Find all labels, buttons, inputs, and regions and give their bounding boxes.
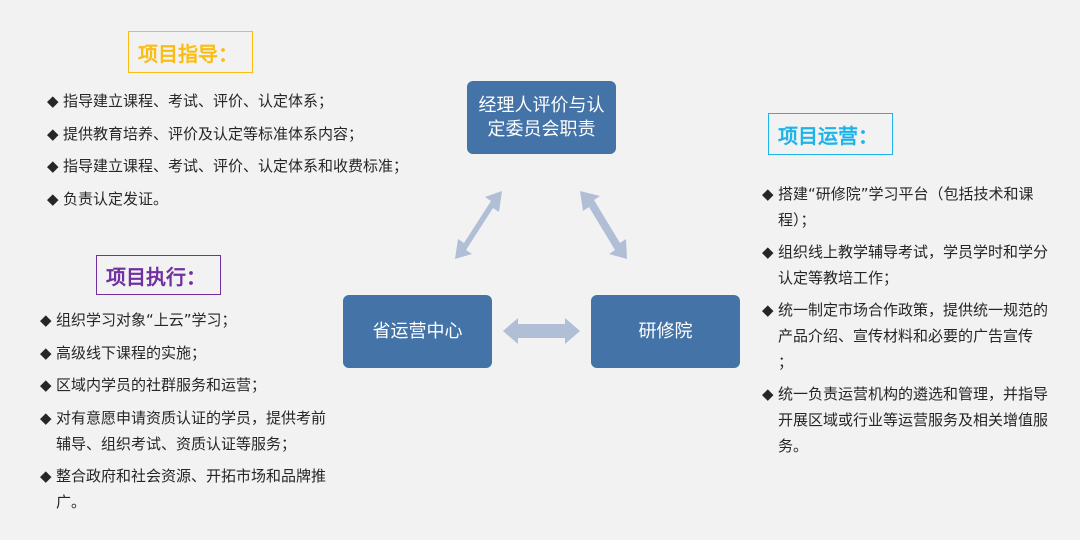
execution-item: ◆对有意愿申请资质认证的学员，提供考前辅导、组织考试、资质认证等服务； <box>40 405 340 457</box>
guidance-item: ◆提供教育培养、评价及认定等标准体系内容； <box>47 118 447 151</box>
node-institute: 研修院 <box>591 295 740 368</box>
double-arrow-icon <box>455 191 502 259</box>
execution-item: ◆组织学习对象“上云”学习； <box>40 307 340 333</box>
guidance-title: 项目指导： <box>128 31 253 73</box>
double-arrow-icon <box>503 318 580 344</box>
execution-item: ◆区域内学员的社群服务和运营； <box>40 372 340 398</box>
execution-item: ◆整合政府和社会资源、开拓市场和品牌推广。 <box>40 463 340 515</box>
diamond-bullet-icon: ◆ <box>40 408 52 427</box>
diamond-bullet-icon: ◆ <box>47 189 59 208</box>
node-committee: 经理人评价与认定委员会职责 <box>467 81 616 154</box>
guidance-item: ◆指导建立课程、考试、评价、认定体系和收费标准； <box>47 150 447 183</box>
diamond-bullet-icon: ◆ <box>47 92 59 110</box>
operation-title: 项目运营： <box>768 113 893 155</box>
operation-item: ◆组织线上教学辅导考试，学员学时和学分认定等教培工作； <box>762 239 1052 291</box>
operation-item: ◆统一制定市场合作政策，提供统一规范的产品介绍、宣传材料和必要的广告宣传 ； <box>762 297 1052 375</box>
double-arrow-icon <box>580 191 627 259</box>
guidance-item: ◆负责认定发证。 <box>47 183 447 216</box>
diamond-bullet-icon: ◆ <box>40 376 52 394</box>
guidance-item: ◆指导建立课程、考试、评价、认定体系； <box>47 85 447 118</box>
node-provincial-center: 省运营中心 <box>343 295 492 368</box>
operation-item: ◆搭建“研修院”学习平台（包括技术和课程）； <box>762 181 1052 233</box>
diamond-bullet-icon: ◆ <box>762 301 774 319</box>
execution-item: ◆高级线下课程的实施； <box>40 340 340 366</box>
diamond-bullet-icon: ◆ <box>762 185 774 203</box>
diamond-bullet-icon: ◆ <box>47 157 59 175</box>
diamond-bullet-icon: ◆ <box>762 243 774 261</box>
diamond-bullet-icon: ◆ <box>40 311 52 329</box>
guidance-list: ◆指导建立课程、考试、评价、认定体系； ◆提供教育培养、评价及认定等标准体系内容… <box>47 85 447 215</box>
diamond-bullet-icon: ◆ <box>40 467 52 485</box>
operation-item: ◆统一负责运营机构的遴选和管理，并指导开展区域或行业等运营服务及相关增值服务。 <box>762 381 1052 459</box>
operation-list: ◆搭建“研修院”学习平台（包括技术和课程）； ◆组织线上教学辅导考试，学员学时和… <box>762 181 1052 459</box>
execution-list: ◆组织学习对象“上云”学习； ◆高级线下课程的实施； ◆区域内学员的社群服务和运… <box>40 307 340 515</box>
diamond-bullet-icon: ◆ <box>40 343 52 362</box>
execution-title: 项目执行： <box>96 255 221 295</box>
diamond-bullet-icon: ◆ <box>47 124 59 143</box>
diamond-bullet-icon: ◆ <box>762 385 774 403</box>
